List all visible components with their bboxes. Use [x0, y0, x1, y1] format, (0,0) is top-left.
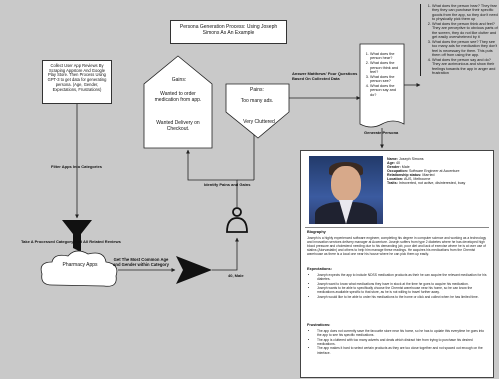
persona-photo: [309, 156, 383, 224]
persona-field: Occupation: Software Engineer at Accentu…: [387, 169, 460, 173]
take-category-label: Take A Processed Category And All Relate…: [21, 239, 121, 244]
frustrations-title: Frustrations:: [307, 323, 331, 327]
answer-item: What does the person say and do? They ar…: [432, 58, 499, 75]
frustration-item: The app is cluttered with too many adver…: [317, 338, 489, 346]
frustration-item: The app makes it hard to select certain …: [317, 346, 489, 354]
pains-shape: [225, 83, 290, 139]
expectations-list: Joseph expects the app to include NDSS m…: [311, 273, 489, 300]
question-item: What does the person say and do?: [370, 84, 403, 97]
persona-card: Name: Joseph Simons Age: 40 Gender: Male…: [300, 150, 494, 378]
gains-item-order: Wanted to order medication from app.: [154, 91, 202, 103]
persona-field: Location: AUS, Melbourne: [387, 177, 431, 181]
questions-shape: [359, 43, 405, 128]
questions-label: Answer Matthews' Four Questions Based On…: [292, 71, 358, 81]
funnel-icon: [62, 220, 92, 252]
age-gender-label: 40, Male: [228, 273, 244, 278]
pains-title: Pains:: [250, 87, 264, 93]
persona-field: Relationship status: Married: [387, 173, 435, 177]
collect-reviews-box: Collect User App Reviews By Scraping App…: [42, 60, 112, 104]
frustration-item: The app does not currently save the favo…: [317, 329, 489, 337]
expectation-item: Joseph would like to be able to order hi…: [317, 295, 489, 299]
persona-field: Traits: Introverted, not active, disinte…: [387, 181, 466, 185]
expectation-item: Joseph wants to be able to specifically …: [317, 286, 489, 294]
persona-field: Name: Joseph Simons: [387, 157, 424, 161]
persona-field: Age: 40: [387, 161, 400, 165]
expectation-item: Joseph want to know what medications the…: [317, 282, 489, 286]
four-questions-list: What does the person hear? What does the…: [361, 52, 403, 98]
question-item: What does the person hear?: [370, 52, 403, 61]
answer-item: What does the person see? They see too m…: [432, 40, 499, 57]
persona-fields: Name: Joseph Simons Age: 40 Gender: Male…: [387, 157, 491, 185]
answer-item: What does the person think and feel? The…: [432, 22, 499, 39]
title-box: Persona Generation Process: Using Joseph…: [170, 20, 287, 44]
biography-text: Joseph is a highly experienced software …: [307, 236, 487, 257]
answer-item: What does the person hear? They fear the…: [432, 4, 499, 21]
answers-list: What does the person hear? They fear the…: [420, 4, 499, 76]
gains-title: Gains:: [171, 77, 187, 83]
biography-title: Biography: [307, 230, 326, 234]
question-item: What does the person see?: [370, 75, 403, 84]
frustrations-list: The app does not currently save the favo…: [311, 329, 489, 355]
gains-shape: [143, 55, 213, 149]
cloud-icon: [40, 250, 118, 287]
user-icon: [226, 207, 248, 233]
identify-label: Identify Pains and Gains: [204, 182, 251, 187]
generate-persona-label: Generate Persona: [364, 130, 399, 135]
gains-item-delivery: Wanted Delivery on Checkout.: [156, 120, 200, 132]
ray-arrow-icon: [176, 256, 212, 284]
pains-item-ads: Too many ads.: [240, 98, 274, 104]
page-title: Persona Generation Process: Using Joseph…: [179, 24, 278, 36]
pains-item-cluttered: Very Cluttered: [243, 119, 275, 125]
pharmacy-label: Pharmacy Apps: [62, 262, 98, 268]
question-item: What does the person think and feel?: [370, 61, 403, 74]
expectations-title: Expectations:: [307, 267, 332, 271]
persona-field: Gender: Male: [387, 165, 410, 169]
most-common-label: Get The Most Common Age and Gender withi…: [113, 257, 169, 267]
expectation-item: Joseph expects the app to include NDSS m…: [317, 273, 489, 281]
collect-reviews-text: Collect User App Reviews By Scraping App…: [47, 63, 107, 92]
filter-label: Filter Apps Into Categories: [51, 164, 102, 169]
